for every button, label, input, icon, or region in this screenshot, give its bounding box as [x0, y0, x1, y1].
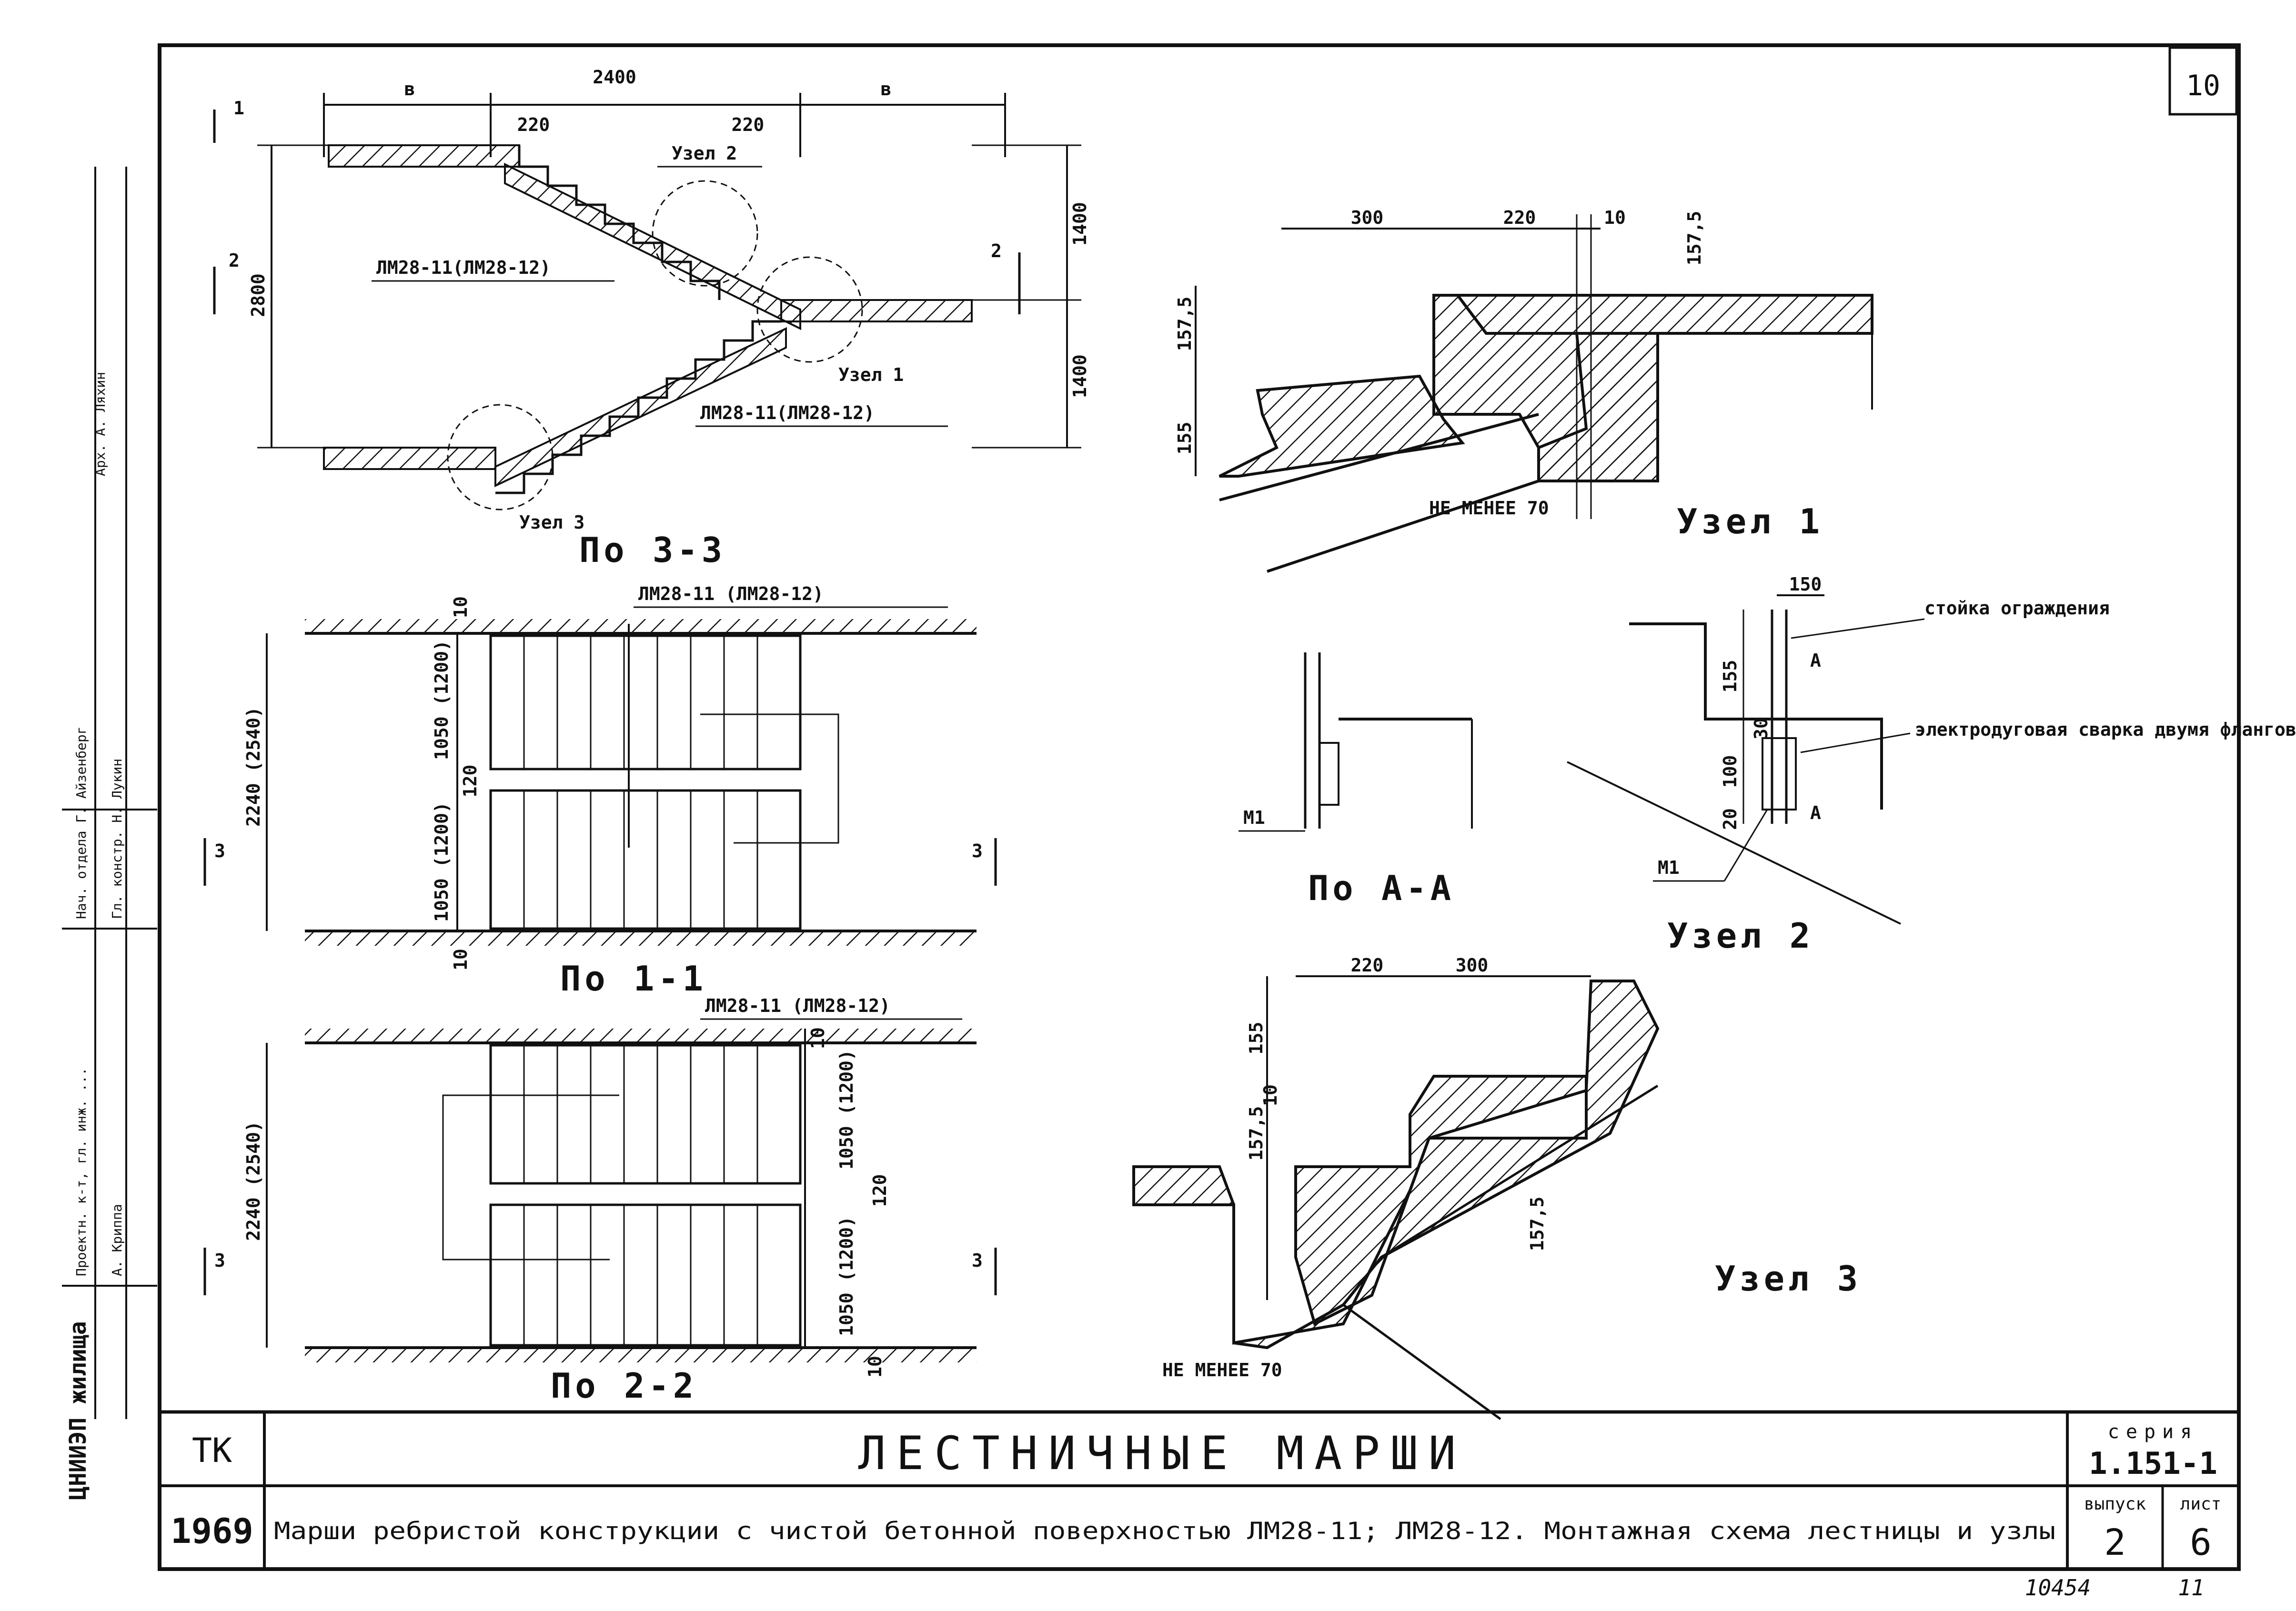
sheet-number-box: 10 [2168, 46, 2238, 116]
n3-dim-h1: 155 [1246, 1022, 1267, 1055]
n1-note: НЕ МЕНЕЕ 70 [1429, 498, 1549, 519]
side-stamp-row-4: Гл. констр. Н. Лукин [109, 759, 125, 919]
section-22: 2240 (2540) 1050 (1200) 120 1050 (1200) … [203, 995, 997, 1406]
dim-lower: 1400 [1069, 354, 1090, 398]
s22-cut-right: 3 [972, 1250, 983, 1271]
side-stamp-row-2: А. Криппа [109, 1204, 125, 1276]
side-stamp-row-1: Проектн. к-т, гл. инж. ... [73, 1068, 89, 1276]
section-aa-title: По А-А [1308, 868, 1455, 908]
dim-upper: 1400 [1069, 202, 1090, 246]
n2-callout-weld: электродуговая сварка двумя фланговыми ш… [1915, 719, 2296, 740]
n3-note: НЕ МЕНЕЕ 70 [1162, 1360, 1282, 1381]
section-aa: М1 По А-А [1239, 652, 1473, 908]
n3-dim-tread: 300 [1456, 955, 1489, 976]
sheet-number: 10 [2186, 69, 2220, 102]
plan-view-title: По 3-3 [579, 530, 726, 570]
cut-mark-1: 1 [233, 98, 244, 119]
n3-dim-riser: 157,5 [1527, 1197, 1548, 1251]
n1-dim-tread: 300 [1351, 207, 1384, 228]
title-description: Марши ребристой конструкции с чистой бет… [274, 1517, 2055, 1545]
dim-landing-left: 220 [517, 114, 550, 135]
node-2: 150 155 30 100 20 А А стойка ограждения … [1567, 574, 2296, 956]
section-11-title: По 1-1 [560, 959, 707, 999]
s22-dim-upper: 1050 (1200) [836, 1050, 857, 1170]
label-node2: Узел 2 [672, 143, 737, 164]
side-stamp-org: ЦНИИЭП жилища [65, 1321, 91, 1500]
n2-mark: М1 [1658, 857, 1680, 878]
cut-mark-2-left: 2 [229, 250, 240, 271]
sheet-frame [158, 43, 2241, 1571]
s22-dim-lower: 1050 (1200) [836, 1216, 857, 1336]
side-stamp-row-5: Арх. А. Ляхин [92, 372, 108, 476]
s22-dim-bottom: 10 [865, 1356, 886, 1378]
n1-dim-h2: 155 [1174, 422, 1195, 455]
node-3: 220 300 155 157,5 10 157,5 НЕ МЕНЕЕ 70 У… [1132, 955, 1862, 1421]
s11-dim-bottom: 10 [450, 949, 471, 971]
n2-dim-h1: 155 [1720, 660, 1741, 693]
n1-dim-gap: 10 [1604, 207, 1626, 228]
side-stamp: Проектн. к-т, гл. инж. ... А. Криппа Нач… [62, 167, 157, 1500]
label-node1: Узел 1 [838, 364, 904, 385]
dim-total: 2400 [593, 67, 636, 88]
archive-mark: 11 [2178, 1575, 2204, 1601]
label-march-lower: ЛМ28-11(ЛМ28-12) [700, 402, 875, 423]
n2-dim-h3: 100 [1720, 755, 1741, 788]
s22-dim-width: 2240 (2540) [243, 1121, 264, 1241]
node-1: 300 220 10 157,5 157,5 155 НЕ МЕНЕЕ 70 У… [1174, 207, 1873, 573]
s11-dim-upper: 1050 (1200) [431, 640, 452, 760]
s22-march-label: ЛМ28-11 (ЛМ28-12) [705, 995, 890, 1016]
s22-dim-top: 10 [807, 1027, 828, 1049]
n3-dim-gap: 10 [1260, 1084, 1281, 1106]
n1-dim-landing: 220 [1503, 207, 1536, 228]
s11-dim-top: 10 [450, 596, 471, 618]
dim-height: 2800 [248, 273, 269, 317]
issue-label: выпуск [2084, 1494, 2146, 1514]
label-march-upper: ЛМ28-11(ЛМ28-12) [376, 257, 551, 278]
issue-value: 2 [2104, 1521, 2126, 1563]
section-11: 2240 (2540) 1050 (1200) 120 1050 (1200) … [203, 583, 997, 999]
s11-march-label: ЛМ28-11 (ЛМ28-12) [638, 583, 824, 604]
n2-dim-h2: 30 [1751, 718, 1772, 740]
dim-landing-right: 220 [732, 114, 765, 135]
title-year: 1969 [171, 1511, 253, 1551]
n3-dim-landing: 220 [1351, 955, 1384, 976]
n2-dim-w: 150 [1789, 574, 1822, 595]
dim-b-left: в [404, 79, 415, 100]
n3-dim-h2: 157,5 [1246, 1106, 1267, 1161]
sheet-label: лист [2180, 1494, 2222, 1514]
label-node3: Узел 3 [519, 512, 584, 533]
cut-mark-2-right: 2 [991, 240, 1002, 261]
n2-cut-bottom: А [1810, 802, 1821, 823]
title-main: ЛЕСТНИЧНЫЕ МАРШИ [858, 1427, 1467, 1480]
archive-number: 10454 [2025, 1575, 2091, 1601]
s11-cut-left: 3 [214, 841, 225, 861]
dim-b-right: в [881, 79, 892, 100]
n2-callout-post: стойка ограждения [1924, 598, 2110, 619]
series-value: 1.151-1 [2089, 1446, 2217, 1481]
title-block: ТК ЛЕСТНИЧНЫЕ МАРШИ 1969 Марши ребристой… [160, 1410, 2239, 1569]
s22-cut-left: 3 [214, 1250, 225, 1271]
s11-dim-width: 2240 (2540) [243, 707, 264, 827]
section-22-title: По 2-2 [551, 1366, 697, 1406]
sheet-value: 6 [2190, 1521, 2212, 1563]
n1-dim-riser: 157,5 [1684, 211, 1705, 265]
node-3-title: Узел 3 [1715, 1259, 1862, 1299]
series-label: серия [2108, 1421, 2198, 1443]
node-1-title: Узел 1 [1677, 501, 1823, 541]
aa-mark: М1 [1243, 807, 1265, 828]
side-stamp-row-3: Нач. отдела Г. Айзенберг [73, 726, 89, 919]
s11-dim-lower: 1050 (1200) [431, 802, 452, 922]
n2-dim-h4: 20 [1720, 808, 1741, 830]
n2-cut-top: А [1810, 650, 1821, 671]
s22-dim-mid: 120 [869, 1174, 890, 1207]
title-code: ТК [192, 1431, 232, 1470]
plan-view-33: в 2400 в 220 220 2800 1400 1400 1 2 [213, 67, 1090, 570]
node-2-title: Узел 2 [1667, 916, 1814, 956]
s11-dim-mid: 120 [460, 765, 481, 798]
n1-dim-h1: 157,5 [1174, 297, 1195, 351]
s11-cut-right: 3 [972, 841, 983, 861]
